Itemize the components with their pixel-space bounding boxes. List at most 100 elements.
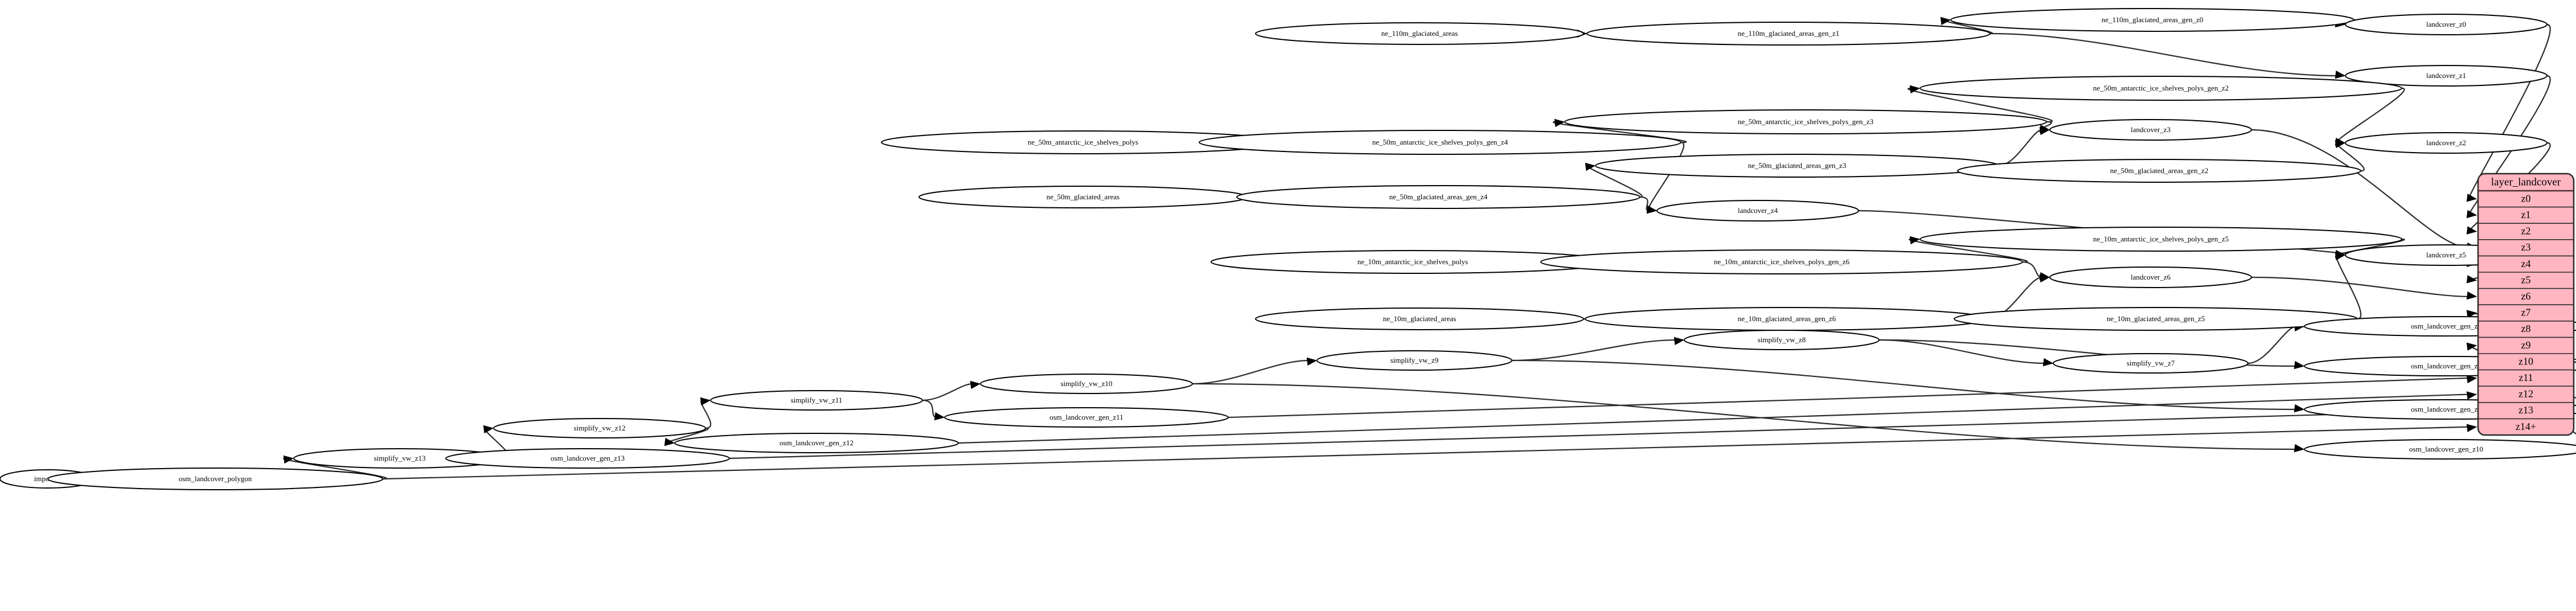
graph-node-ne_10m_glaciated_areas[interactable]: ne_10m_glaciated_areas <box>1255 307 1584 330</box>
graph-node-ne_50m_glaciated_areas_gen_z2[interactable]: ne_50m_glaciated_areas_gen_z2 <box>1957 159 2361 183</box>
node-label: ne_10m_glaciated_areas <box>1383 314 1457 323</box>
table-row-z2[interactable]: z2 <box>2521 225 2531 237</box>
layer-landcover-table[interactable]: layer_landcoverz0z1z2z3z4z5z6z7z8z9z10z1… <box>2477 173 2575 436</box>
node-label: ne_50m_antarctic_ice_shelves_polys_gen_z… <box>1738 117 1873 126</box>
graph-node-osm_landcover_polygon[interactable]: osm_landcover_polygon <box>47 468 383 490</box>
graph-node-ne_50m_glaciated_areas_gen_z4[interactable]: ne_50m_glaciated_areas_gen_z4 <box>1236 185 1640 209</box>
node-label: landcover_z2 <box>2426 138 2466 147</box>
graph-node-landcover_z6[interactable]: landcover_z6 <box>2049 266 2252 288</box>
node-label: ne_10m_antarctic_ice_shelves_polys_gen_z… <box>2093 235 2229 243</box>
node-shape <box>674 433 959 453</box>
node-label: osm_landcover_gen_z10 <box>2409 445 2483 453</box>
graph-node-ne_110m_glaciated_areas[interactable]: ne_110m_glaciated_areas <box>1255 22 1584 45</box>
node-shape <box>1656 200 1859 222</box>
node-shape <box>1255 307 1584 330</box>
table-row-z11[interactable]: z11 <box>2518 372 2533 383</box>
graph-node-simplify_vw_z12[interactable]: simplify_vw_z12 <box>493 418 706 438</box>
node-shape <box>1199 130 1681 155</box>
graph-node-ne_50m_antarctic_ice_shelves_polys_gen_z4[interactable]: ne_50m_antarctic_ice_shelves_polys_gen_z… <box>1199 130 1681 155</box>
graph-node-osm_landcover_gen_z10[interactable]: osm_landcover_gen_z10 <box>2304 439 2576 460</box>
graph-node-osm_landcover_gen_z12[interactable]: osm_landcover_gen_z12 <box>674 433 959 453</box>
edge-arrowhead <box>1673 337 1685 346</box>
table-row-z7[interactable]: z7 <box>2521 307 2531 318</box>
edge-arrowhead <box>2466 275 2477 284</box>
table-row-z3[interactable]: z3 <box>2521 241 2531 253</box>
graph-node-ne_110m_glaciated_areas_gen_z1[interactable]: ne_110m_glaciated_areas_gen_z1 <box>1586 22 1991 46</box>
node-label: landcover_z3 <box>2131 125 2171 134</box>
edge-arrowhead <box>2466 194 2477 202</box>
graph-node-simplify_vw_z8[interactable]: simplify_vw_z8 <box>1684 330 1880 350</box>
node-shape <box>710 390 923 411</box>
node-label: simplify_vw_z12 <box>574 424 626 432</box>
graph-node-ne_50m_glaciated_areas_gen_z3[interactable]: ne_50m_glaciated_areas_gen_z3 <box>1595 154 1999 178</box>
graph-edge <box>2468 23 2551 200</box>
graph-node-landcover_z3[interactable]: landcover_z3 <box>2049 119 2252 141</box>
table-row-z6[interactable]: z6 <box>2521 290 2531 302</box>
graph-node-ne_50m_antarctic_ice_shelves_polys[interactable]: ne_50m_antarctic_ice_shelves_polys <box>881 130 1285 154</box>
node-label: osm_landcover_gen_z12 <box>780 438 854 447</box>
table-row-z4[interactable]: z4 <box>2521 258 2531 269</box>
graph-node-simplify_vw_z9[interactable]: simplify_vw_z9 <box>1316 350 1512 371</box>
table-row-z5[interactable]: z5 <box>2521 274 2531 285</box>
node-shape <box>980 374 1193 394</box>
node-shape <box>1316 350 1512 371</box>
edge-arrowhead <box>283 455 294 464</box>
table-row-z9[interactable]: z9 <box>2521 339 2531 351</box>
edge-arrowhead <box>2466 342 2477 351</box>
graph-node-ne_10m_glaciated_areas_gen_z5[interactable]: ne_10m_glaciated_areas_gen_z5 <box>1954 307 2358 331</box>
edge-arrowhead <box>970 380 981 389</box>
table-row-z8[interactable]: z8 <box>2521 323 2531 334</box>
graph-node-ne_10m_antarctic_ice_shelves_polys_gen_z5[interactable]: ne_10m_antarctic_ice_shelves_polys_gen_z… <box>1919 227 2402 252</box>
edge-arrowhead <box>1554 118 1565 128</box>
graph-node-landcover_z2[interactable]: landcover_z2 <box>2345 132 2548 154</box>
graph-node-simplify_vw_z10[interactable]: simplify_vw_z10 <box>980 374 1193 394</box>
table-row-z10[interactable]: z10 <box>2518 355 2533 367</box>
node-label: simplify_vw_z11 <box>791 396 843 404</box>
node-label: osm_landcover_gen_z13 <box>551 454 625 462</box>
graph-node-ne_50m_antarctic_ice_shelves_polys_gen_z3[interactable]: ne_50m_antarctic_ice_shelves_polys_gen_z… <box>1564 109 2047 134</box>
node-label: ne_10m_glaciated_areas_gen_z6 <box>1738 314 1836 323</box>
table-row-z0[interactable]: z0 <box>2521 192 2531 204</box>
table-row-z1[interactable]: z1 <box>2521 209 2531 220</box>
graph-node-ne_110m_glaciated_areas_gen_z0[interactable]: ne_110m_glaciated_areas_gen_z0 <box>1950 8 2355 32</box>
graph-node-osm_landcover_gen_z11[interactable]: osm_landcover_gen_z11 <box>944 407 1229 428</box>
node-label: ne_110m_glaciated_areas_gen_z0 <box>2102 15 2204 24</box>
node-label: ne_50m_antarctic_ice_shelves_polys_gen_z… <box>1372 138 1508 146</box>
table-row-z14+[interactable]: z14+ <box>2516 421 2536 432</box>
graph-node-ne_10m_antarctic_ice_shelves_polys_gen_z6[interactable]: ne_10m_antarctic_ice_shelves_polys_gen_z… <box>1540 249 2023 274</box>
graph-node-landcover_z4[interactable]: landcover_z4 <box>1656 200 1859 222</box>
node-label: landcover_z4 <box>1738 206 1778 215</box>
edge-arrowhead <box>2466 391 2477 400</box>
graph-node-landcover_z0[interactable]: landcover_z0 <box>2345 14 2548 35</box>
graph-edge <box>2251 276 2470 297</box>
graph-node-simplify_vw_z7[interactable]: simplify_vw_z7 <box>2053 353 2249 374</box>
nodes-layer: imposm3osm_landcover_polygonsimplify_vw_… <box>0 8 2576 490</box>
graph-node-ne_50m_antarctic_ice_shelves_polys_gen_z2[interactable]: ne_50m_antarctic_ice_shelves_polys_gen_z… <box>1919 76 2402 101</box>
table-row-z13[interactable]: z13 <box>2518 404 2533 416</box>
graph-node-ne_50m_glaciated_areas[interactable]: ne_50m_glaciated_areas <box>918 186 1248 208</box>
node-shape <box>493 418 706 438</box>
edge-arrowhead <box>2042 358 2054 367</box>
node-label: ne_50m_glaciated_areas_gen_z2 <box>2110 166 2209 175</box>
edge-arrowhead <box>2466 310 2477 318</box>
node-shape <box>1586 22 1991 46</box>
graph-node-osm_landcover_gen_z13[interactable]: osm_landcover_gen_z13 <box>445 448 730 469</box>
node-shape <box>1564 109 2047 134</box>
table-row-z12[interactable]: z12 <box>2518 388 2533 400</box>
node-shape <box>1919 227 2402 252</box>
node-label: simplify_vw_z13 <box>374 454 426 462</box>
graph-node-ne_10m_glaciated_areas_gen_z6[interactable]: ne_10m_glaciated_areas_gen_z6 <box>1585 307 1989 331</box>
node-shape <box>2304 439 2576 460</box>
graph-edge <box>2022 261 2042 278</box>
graph-node-landcover_z1[interactable]: landcover_z1 <box>2345 65 2548 87</box>
node-label: osm_landcover_gen_z8 <box>2411 362 2481 370</box>
graph-node-simplify_vw_z11[interactable]: simplify_vw_z11 <box>710 390 923 411</box>
node-label: ne_50m_glaciated_areas_gen_z4 <box>1389 192 1488 201</box>
graph-edge <box>1998 129 2042 167</box>
node-label: ne_50m_glaciated_areas_gen_z3 <box>1748 161 1847 170</box>
graph-edge <box>1647 141 1685 212</box>
edge-arrowhead <box>700 397 711 406</box>
edge-arrowhead <box>1940 17 1951 26</box>
